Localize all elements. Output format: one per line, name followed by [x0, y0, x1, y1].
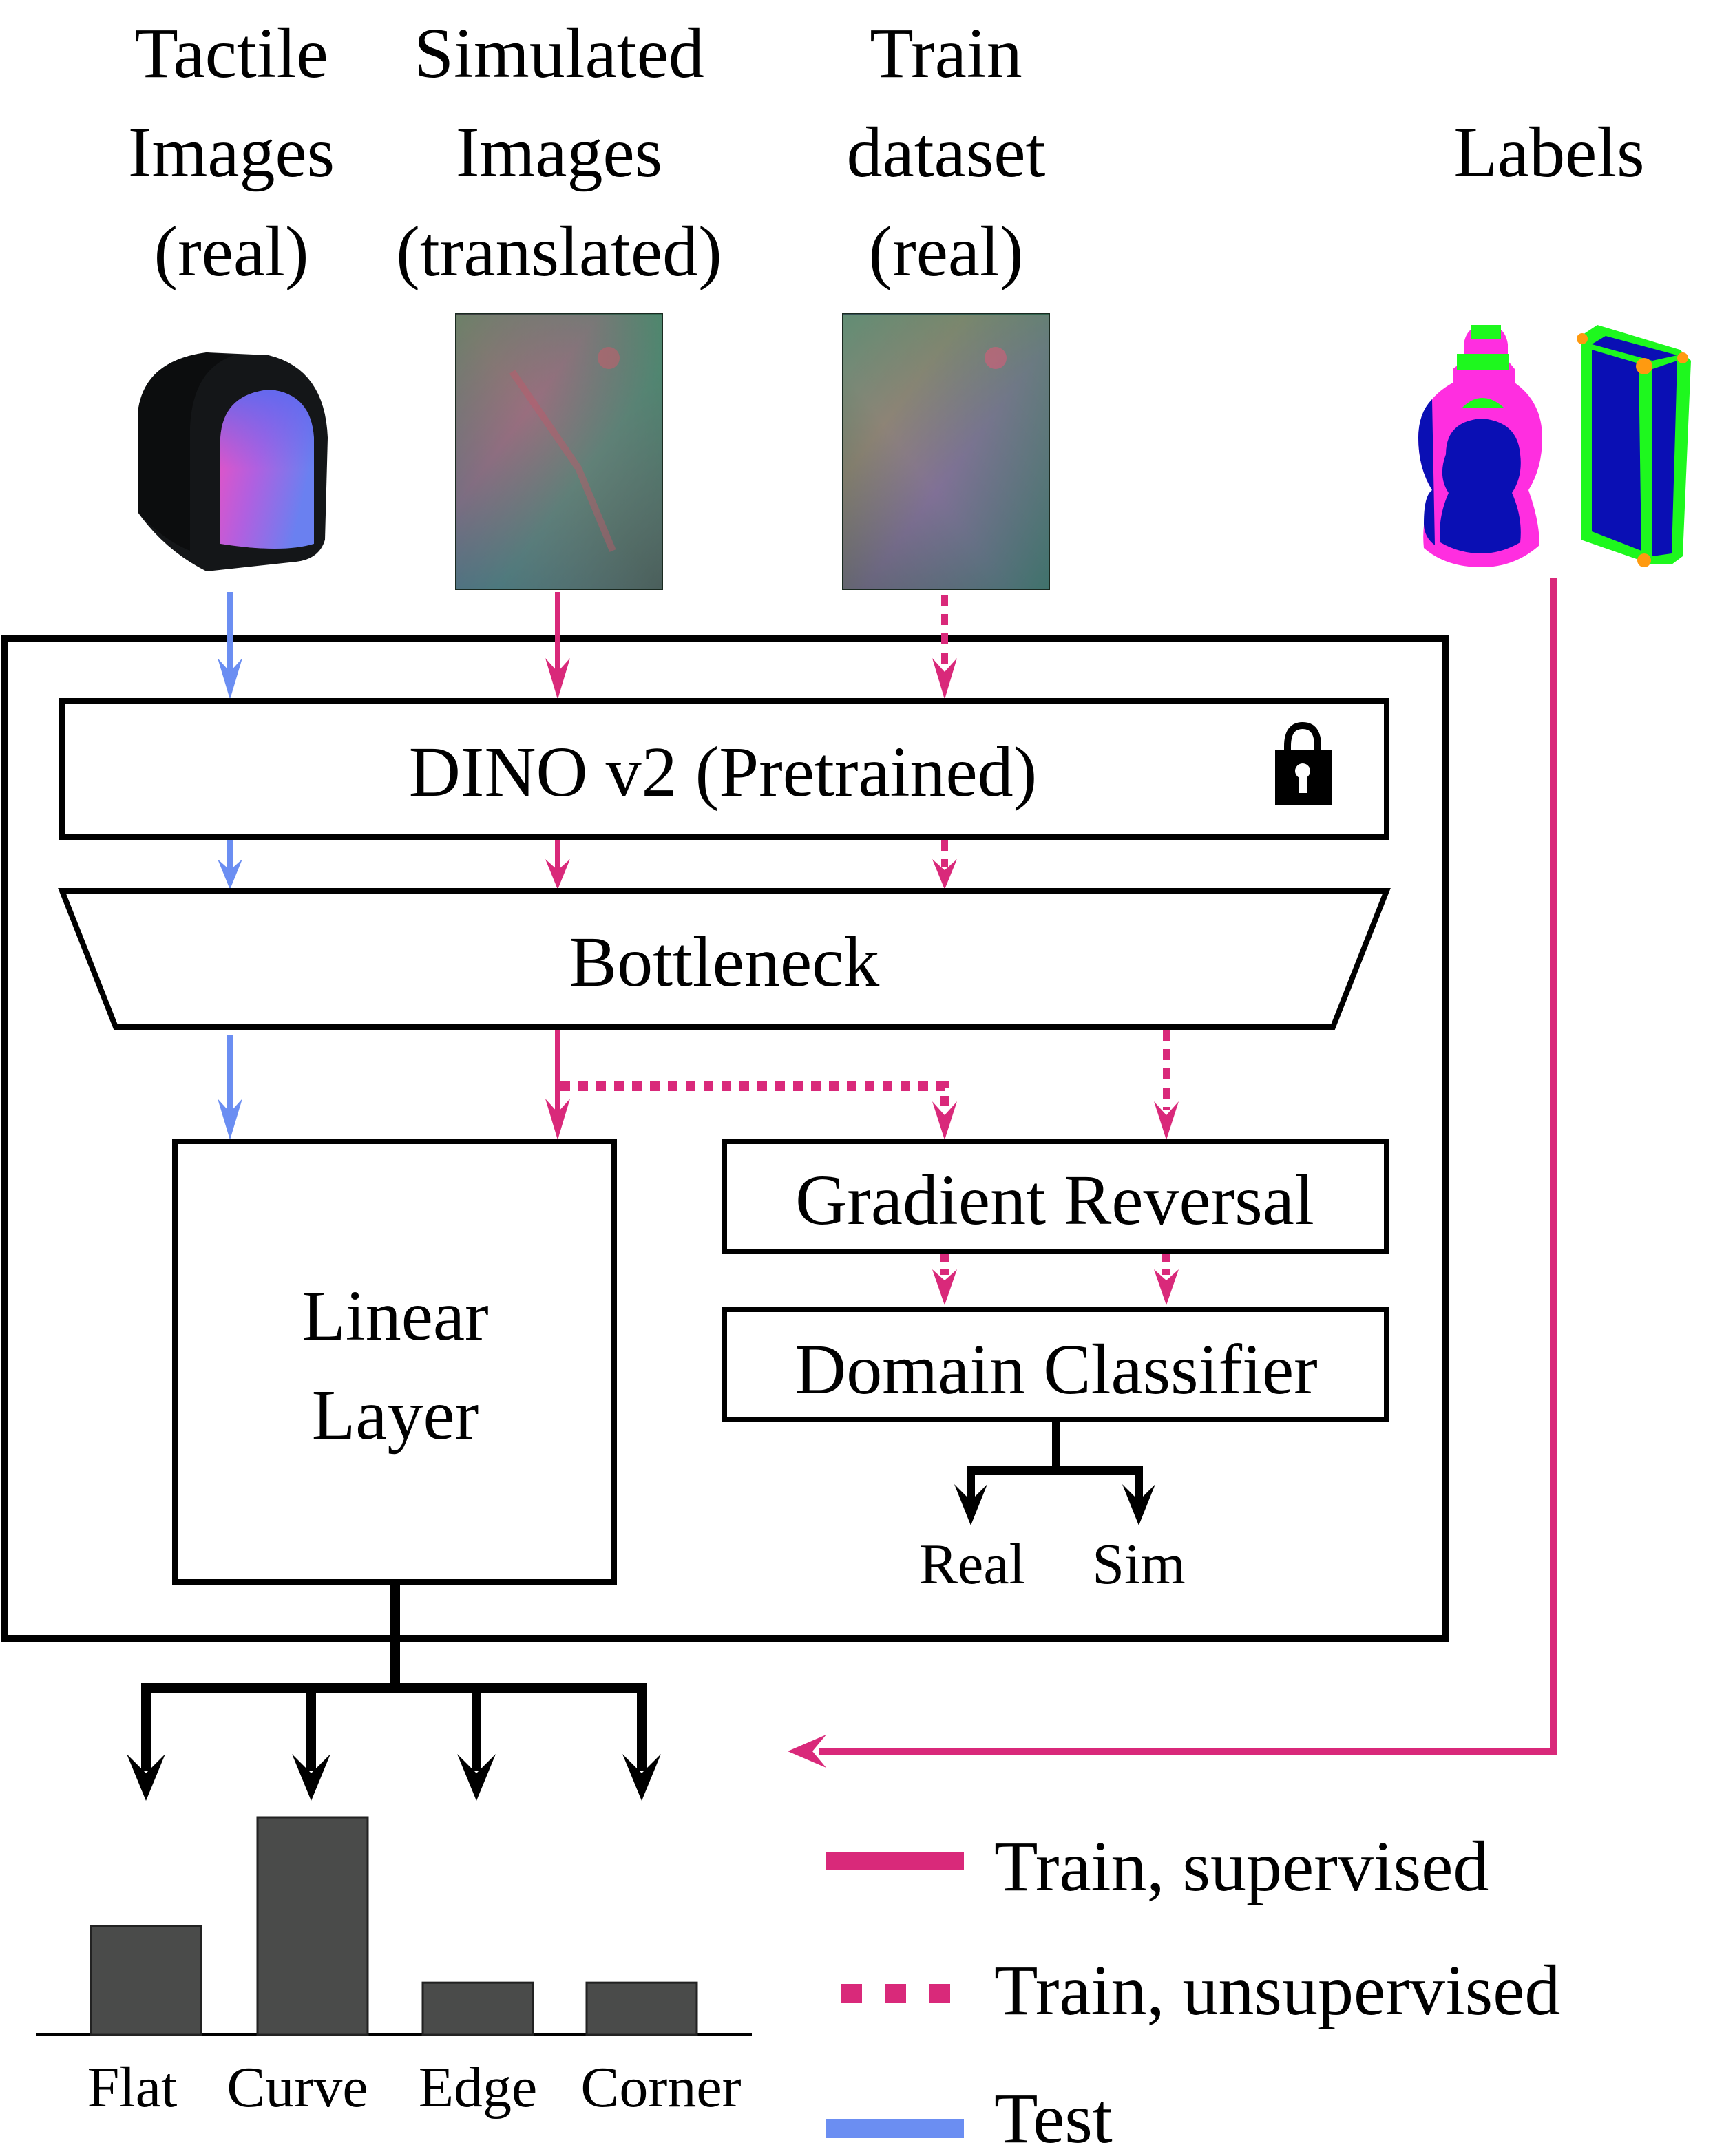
- arrow-bottleneck-to-linear-sim: [545, 1030, 570, 1140]
- dino-block: DINO v2 (Pretrained): [59, 698, 1389, 840]
- legend-label: Train, unsupervised: [994, 1951, 1560, 2030]
- arrow-sim-to-dino: [545, 592, 570, 699]
- gradient-reversal-label: Gradient Reversal: [795, 1161, 1314, 1240]
- header-train-dataset: Train dataset (real): [847, 14, 1046, 291]
- legend-item-train-unsupervised: Train, unsupervised: [841, 1951, 1560, 2030]
- header-labels: Labels: [1453, 113, 1644, 192]
- header-line: Simulated: [414, 14, 704, 93]
- lock-icon: [1275, 721, 1332, 805]
- real-train-image: [842, 313, 1050, 590]
- linear-layer-block: Linear Layer: [172, 1139, 617, 1585]
- header-simulated: Simulated Images (translated): [396, 14, 722, 291]
- simulated-tactile-image: [455, 313, 663, 590]
- arrow-bottleneck-to-linear-test: [218, 1035, 242, 1140]
- linear-layer-label: Layer: [312, 1375, 479, 1455]
- gradient-reversal-block: Gradient Reversal: [722, 1139, 1389, 1254]
- class-distribution-chart: Flat Curve Edge Corner: [36, 1816, 752, 2120]
- header-line: (real): [154, 212, 308, 291]
- arrow-tactile-to-dino: [218, 592, 242, 699]
- arrow-bottleneck-to-grl-real: [1154, 1030, 1179, 1140]
- header-line: Tactile: [134, 14, 328, 93]
- linear-layer-label: Linear: [302, 1276, 488, 1355]
- bar-corner: [585, 1981, 698, 2036]
- domain-output-sim: Sim: [1092, 1532, 1185, 1596]
- header-line: (real): [868, 212, 1023, 291]
- arrow-bottleneck-to-grl-sim: [560, 1081, 957, 1140]
- domain-classifier-label: Domain Classifier: [795, 1330, 1318, 1409]
- arrow-train-to-dino: [932, 595, 957, 699]
- classifier-output-arrows: [954, 1421, 1155, 1525]
- legend-swatch-solid-pink: [826, 1852, 964, 1870]
- header-line: dataset: [847, 113, 1046, 192]
- bar-flat: [90, 1925, 202, 2036]
- dino-label: DINO v2 (Pretrained): [409, 732, 1038, 812]
- arrow-dino-to-bottleneck-sim: [545, 840, 570, 889]
- model-frame: [1, 635, 1449, 1642]
- tick-label-edge: Edge: [419, 2055, 538, 2120]
- tick-label-flat: Flat: [87, 2055, 178, 2120]
- legend-label: Train, supervised: [994, 1827, 1489, 1906]
- arrow-grl-to-classifier-2: [1154, 1254, 1179, 1305]
- linear-output-arrows: [127, 1585, 661, 1801]
- bar-curve: [256, 1816, 369, 2036]
- header-line: Images: [128, 113, 335, 192]
- label-objects-image: [1418, 325, 1691, 567]
- arrow-grl-to-classifier-1: [932, 1254, 957, 1305]
- header-line: Labels: [1453, 113, 1644, 192]
- arrow-dino-to-bottleneck-real: [932, 840, 957, 889]
- tick-label-corner: Corner: [580, 2055, 741, 2120]
- tick-label-curve: Curve: [227, 2055, 368, 2120]
- legend-swatch-solid-blue: [826, 2119, 964, 2138]
- tactile-sensor-image: [138, 352, 328, 571]
- domain-output-real: Real: [919, 1532, 1025, 1596]
- legend-label: Test: [994, 2079, 1113, 2156]
- bottleneck-block: Bottleneck: [58, 888, 1391, 1030]
- arrow-labels-to-output: [788, 578, 1557, 1768]
- arrow-dino-to-bottleneck-test: [218, 840, 242, 889]
- header-line: Train: [870, 14, 1022, 93]
- legend: Train, supervised Train, unsupervised Te…: [826, 1827, 1560, 2156]
- header-line: Images: [456, 113, 662, 192]
- legend-swatch-dotted-pink: [841, 1984, 950, 2003]
- domain-classifier-block: Domain Classifier: [722, 1307, 1389, 1422]
- legend-item-train-supervised: Train, supervised: [826, 1827, 1489, 1906]
- header-line: (translated): [396, 212, 722, 291]
- bar-edge: [421, 1981, 534, 2036]
- legend-item-test: Test: [826, 2079, 1113, 2156]
- header-tactile: Tactile Images (real): [128, 14, 335, 291]
- bottleneck-label: Bottleneck: [569, 922, 880, 1002]
